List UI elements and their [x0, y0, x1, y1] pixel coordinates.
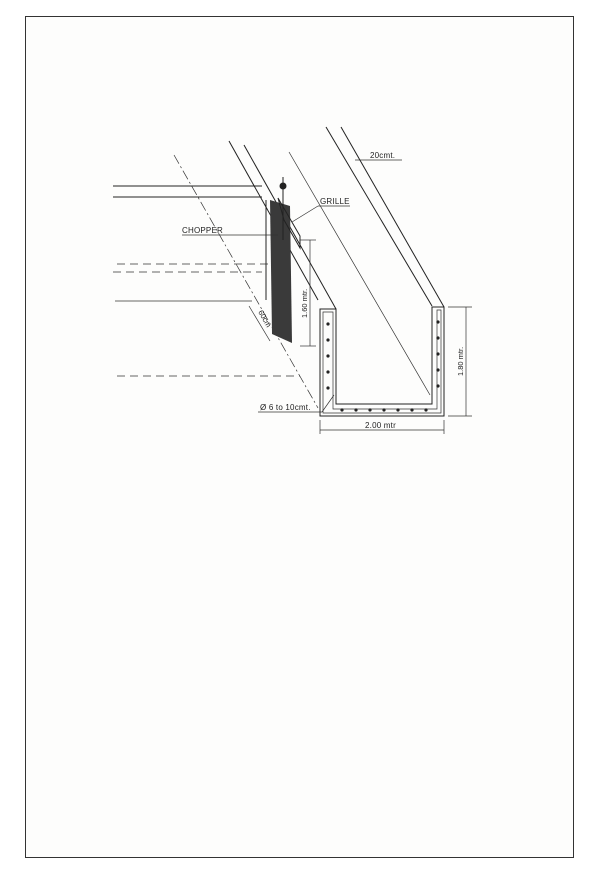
grille-screen: [277, 197, 301, 250]
chopper-gate: [270, 200, 292, 343]
right-wall-outer-edge: [340, 126, 445, 308]
channel-height-label: 1.80 mtr.: [456, 347, 465, 376]
centre-line: [173, 154, 319, 409]
rebar-dots: [326, 320, 440, 412]
drawing-sheet: [25, 16, 574, 858]
chopper-height-label: 1.60 mtr.: [300, 289, 309, 318]
grille-label: GRILLE: [320, 197, 350, 206]
wall-thickness-label: 20cmt.: [370, 151, 395, 160]
spacing-dim-line: [248, 305, 271, 342]
channel-width-label: 2.00 mtr: [365, 421, 396, 430]
right-wall-inner-edge: [325, 126, 433, 307]
floor-edge-line: [288, 151, 431, 396]
chopper-label: CHOPPER: [182, 226, 223, 235]
grille-leader: [291, 205, 319, 223]
spacing-label: 60cm: [256, 309, 273, 329]
bar-diameter-label: Ø 6 to 10cmt.: [260, 403, 311, 412]
channel-section-outline: [319, 306, 445, 417]
rebar-cage: [322, 309, 442, 414]
